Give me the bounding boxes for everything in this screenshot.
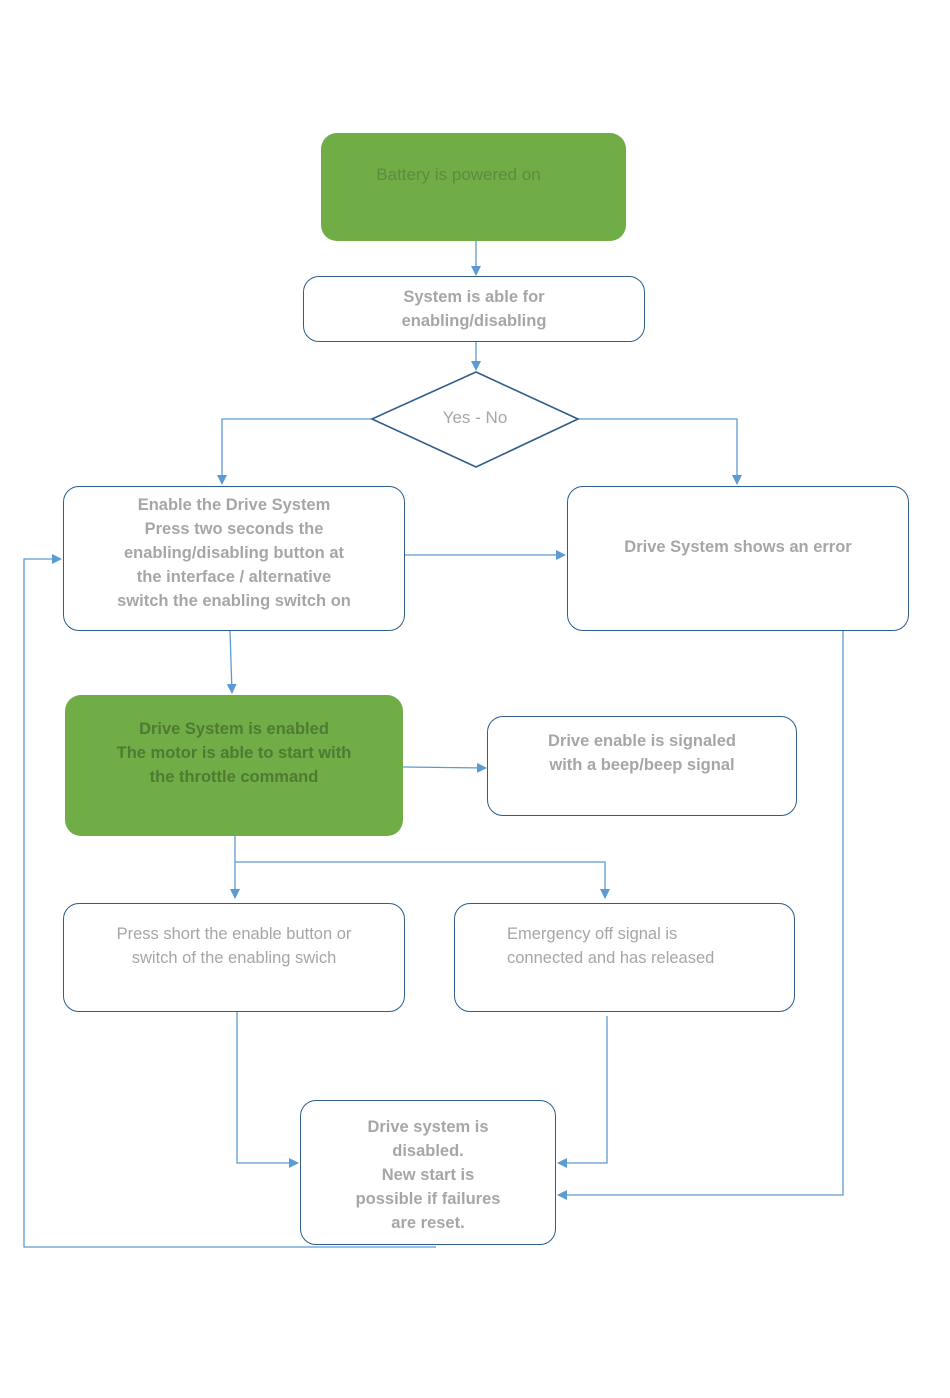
arrow-enabled-to-emergency: [235, 861, 610, 899]
node-enable-line-5: switch the enabling switch on: [117, 591, 351, 610]
node-battery-powered-on: Battery is powered on: [321, 133, 626, 241]
arrow-decision-to-enable: [217, 418, 372, 485]
node-system-line-1: System is able for: [403, 288, 545, 306]
node-enabled-line-2: The motor is able to start with: [116, 744, 352, 762]
node-enabled-line-3: the throttle command: [149, 768, 319, 786]
node-drive-system-enabled: Drive System is enabled The motor is abl…: [65, 695, 403, 836]
node-beep-line-1: Drive enable is signaled: [548, 732, 736, 750]
node-system-line-2: enabling/disabling: [401, 312, 547, 330]
node-battery-text: Battery is powered on: [376, 165, 541, 184]
node-beep-line-2: with a beep/beep signal: [549, 756, 735, 774]
node-disabled-line-1: Drive system is: [367, 1118, 489, 1136]
node-enable-line-1: Enable the Drive System: [137, 495, 331, 514]
node-enabled-line-1: Drive System is enabled: [139, 720, 329, 738]
node-enable-drive-system: Enable the Drive System Press two second…: [63, 486, 405, 631]
node-enable-line-2: Press two seconds the: [144, 519, 324, 538]
node-system-able: System is able for enabling/disabling: [303, 276, 645, 342]
arrow-enabled-to-beep: [402, 762, 487, 773]
arrow-press-to-disabled: [236, 1012, 299, 1168]
node-emergency-line-1: Emergency off signal is: [507, 925, 678, 943]
decision-label: Yes - No: [442, 408, 508, 427]
node-beep-signal: Drive enable is signaled with a beep/bee…: [487, 716, 797, 816]
node-emergency-line-2: connected and has released: [507, 949, 715, 967]
node-disabled-line-2: disabled.: [392, 1142, 464, 1160]
node-drive-system-disabled: Drive system is disabled. New start is p…: [300, 1100, 556, 1245]
node-enable-line-3: enabling/disabling button at: [124, 543, 344, 562]
arrow-disabled-loop-to-enable: [23, 554, 436, 1248]
node-press-short-enable: Press short the enable button or switch …: [63, 903, 405, 1012]
arrow-emergency-to-disabled: [557, 1016, 608, 1168]
arrow-enable-to-enabled: [226, 630, 237, 694]
node-disabled-line-3: New start is: [381, 1166, 475, 1184]
node-enable-line-4: the interface / alternative: [136, 567, 332, 586]
arrow-error-to-disabled: [557, 631, 844, 1200]
node-error-text: Drive System shows an error: [624, 538, 852, 556]
decision-diamond: [370, 371, 580, 468]
node-press-line-1: Press short the enable button or: [116, 925, 352, 943]
node-emergency-off: Emergency off signal is connected and ha…: [454, 903, 795, 1012]
arrow-decision-to-error: [578, 418, 742, 485]
node-disabled-line-4: possible if failures: [355, 1190, 501, 1208]
node-disabled-line-5: are reset.: [391, 1214, 465, 1232]
node-drive-system-error: Drive System shows an error: [567, 486, 909, 631]
node-press-line-2: switch of the enabling swich: [131, 949, 337, 967]
